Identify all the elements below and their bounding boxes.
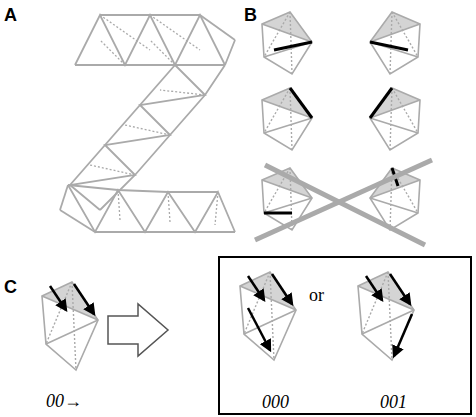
options-box: or 000 001: [218, 256, 472, 415]
alternative-word: or: [309, 286, 324, 304]
tetrahedron-variants: [262, 12, 420, 230]
state-code: 00→: [46, 392, 82, 410]
panel-letter: A: [4, 6, 17, 24]
tetrahedron-steps: [42, 272, 414, 370]
cross-out: [255, 160, 432, 245]
state-code: 000: [262, 393, 289, 411]
panel-letter: B: [244, 6, 257, 24]
state-code: 001: [380, 393, 407, 411]
tetrahedron-chain: [60, 15, 235, 232]
hidden-edges: [90, 15, 218, 225]
panel-letter: C: [4, 278, 17, 296]
